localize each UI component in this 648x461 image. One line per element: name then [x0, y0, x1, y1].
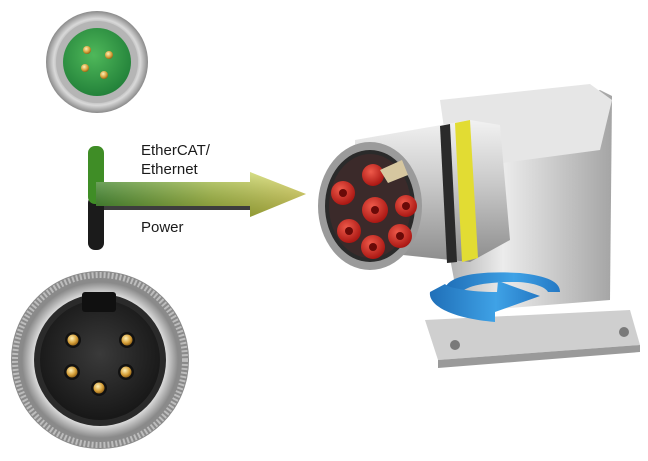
- ethercat-label-line-1: EtherCAT/: [141, 142, 210, 159]
- rotation-arrow-icon: [429, 272, 560, 322]
- right-angle-hybrid-connector-icon: [318, 84, 640, 368]
- power-label: Power: [141, 219, 184, 236]
- contact-insert-icon: [331, 160, 417, 259]
- m8-5pin-connector-icon: [11, 271, 189, 449]
- ethercat-label: EtherCAT/ Ethernet: [141, 141, 261, 179]
- hybrid-cable-arrow-icon: [88, 146, 306, 250]
- ethercat-label-line-2: Ethernet: [141, 161, 198, 178]
- m8-4pin-connector-icon: [46, 11, 148, 113]
